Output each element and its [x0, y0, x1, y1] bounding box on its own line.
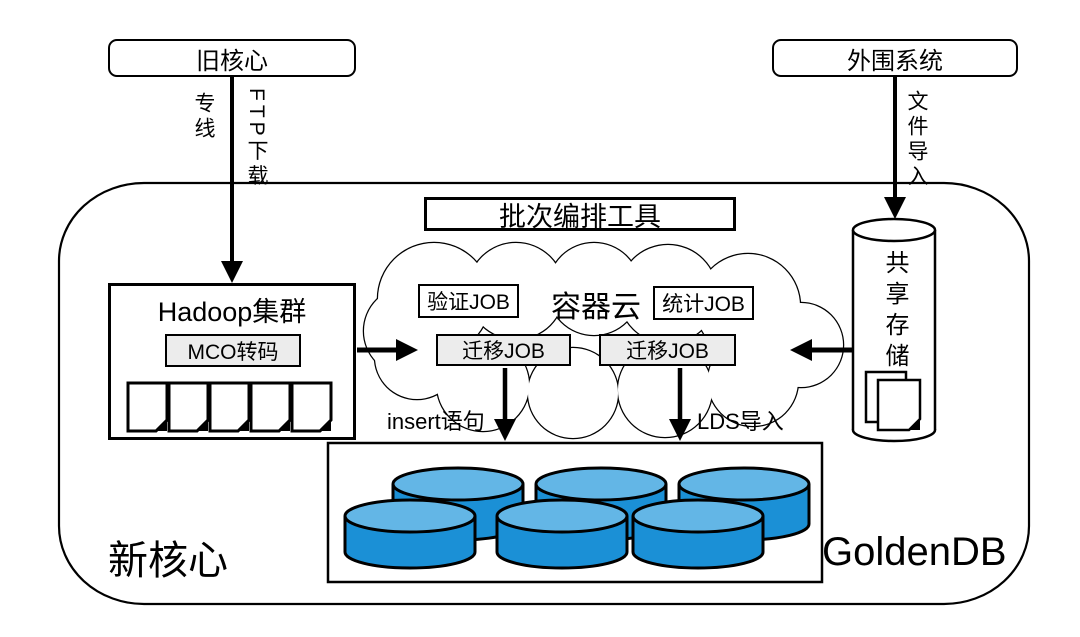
mco-job-label: MCO转码	[187, 340, 279, 364]
arrow-old-core-to-hadoop	[221, 77, 243, 283]
hadoop-cluster-title: Hadoop集群	[157, 297, 307, 327]
cloud-title: 容器云	[551, 291, 641, 324]
hadoop-cluster-box: Hadoop集群	[108, 283, 356, 440]
document-icon	[290, 381, 333, 433]
peripheral-system-box: 外围系统	[772, 39, 1018, 77]
document-icon	[126, 381, 169, 433]
migrate-job-left-label: 迁移JOB	[462, 340, 545, 363]
insert-sql-label: insert语句	[387, 409, 485, 434]
stats-job-label: 统计JOB	[662, 293, 745, 316]
migrate-job-left-box: 迁移JOB	[436, 334, 571, 366]
verify-job-label: 验证JOB	[427, 291, 510, 314]
dedicated-line-label: 专线	[192, 92, 215, 142]
arrow-storage-to-cloud	[790, 339, 852, 361]
shared-storage-label: 共享存储	[881, 250, 908, 374]
migrate-job-right-box: 迁移JOB	[599, 334, 736, 366]
verify-job-box: 验证JOB	[418, 284, 519, 318]
lds-import-label: LDS导入	[697, 409, 784, 434]
arrow-cloud-to-db-lds	[669, 368, 691, 441]
document-icon	[249, 381, 292, 433]
db-cylinders	[343, 466, 811, 570]
db-cylinder-front-1	[343, 498, 477, 570]
arrow-peripheral-to-storage	[884, 77, 906, 219]
db-cylinder-front-3	[631, 498, 765, 570]
ftp-download-label: FTP下载	[245, 88, 268, 190]
document-icon	[208, 381, 251, 433]
batch-tool-box: 批次编排工具	[424, 197, 736, 232]
old-core-label: 旧核心	[196, 47, 268, 75]
document-fold	[909, 419, 920, 430]
db-cylinder-front-2	[495, 498, 629, 570]
document-icon	[167, 381, 210, 433]
storage-document-icons	[864, 370, 922, 432]
document-icon	[876, 378, 922, 432]
old-core-box: 旧核心	[108, 39, 356, 77]
stats-job-box: 统计JOB	[653, 286, 754, 320]
new-core-label: 新核心	[108, 539, 228, 583]
file-import-label: 文件导入	[905, 90, 928, 190]
hadoop-document-icons	[126, 381, 333, 433]
batch-tool-label: 批次编排工具	[499, 201, 661, 232]
migrate-job-right-label: 迁移JOB	[626, 340, 709, 363]
arrow-hadoop-to-cloud	[357, 339, 418, 361]
mco-job-box: MCO转码	[165, 334, 301, 367]
goldendb-label: GoldenDB	[822, 530, 1007, 574]
arrow-cloud-to-db-insert	[494, 368, 516, 441]
peripheral-system-label: 外围系统	[847, 47, 943, 75]
